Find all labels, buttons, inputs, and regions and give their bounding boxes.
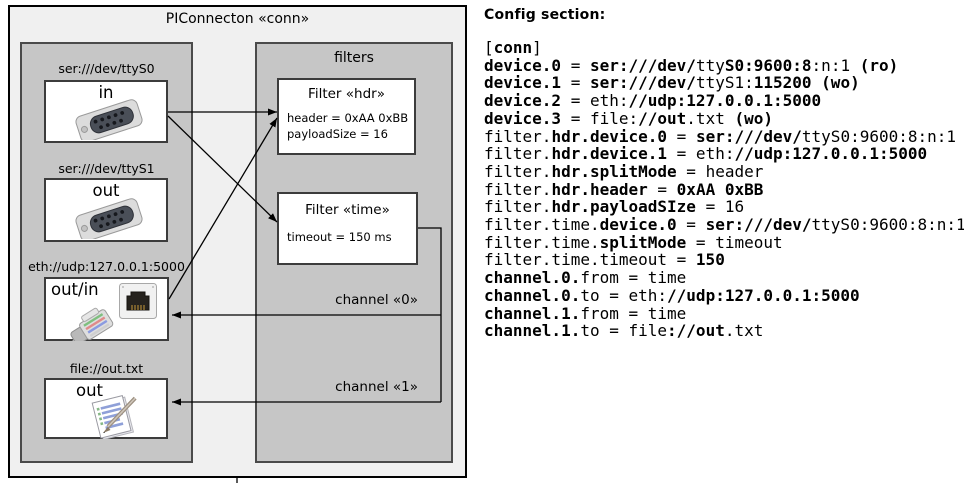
config-lines: [conn]device.0 = ser:///dev/ttyS0:9600:8… [484,38,964,341]
filter-time-properties: timeout = 150 ms [287,230,392,246]
ethernet-cable-icon [70,307,114,341]
filter-property: header = 0xAA 0xBB [287,111,409,125]
filter-box-hdr: Filter «hdr» header = 0xAA 0xBB payloadS… [277,78,416,155]
device-box-file-out: out [44,378,168,439]
config-line: filter.hdr.splitMode = header [484,161,764,181]
device-label-ser-ttys0: ser:///dev/ttyS0 [58,61,155,76]
config-line: channel.0.from = time [484,268,687,288]
config-line: channel.1.to = file://out.txt [484,321,764,341]
connector-diagram: PIConnecton «conn» filters ser:///dev/tt… [0,0,470,484]
config-line: filter.time.splitMode = timeout [484,232,783,252]
serial-connector-icon [70,99,143,140]
filter-box-time: Filter «time» timeout = 150 ms [277,192,418,265]
channel-0-label: channel «0» [335,292,418,308]
config-line: device.1 = ser:///dev/ttyS1:115200 (wo) [484,73,860,93]
config-section: Config section: [conn]device.0 = ser:///… [484,7,964,341]
device-box-ser-ttys1: out [44,178,168,242]
device-label-ser-ttys1: ser:///dev/ttyS1 [58,161,155,176]
filter-hdr-properties: header = 0xAA 0xBB payloadSize = 16 [287,111,408,142]
filters-panel-title: filters [334,50,374,66]
config-line: filter.time.device.0 = ser:///dev/ttyS0:… [484,215,964,235]
device-port-label: out/in [51,280,99,299]
rj45-jack-icon [119,283,157,319]
notepad-icon [91,395,137,439]
serial-connector-icon [70,198,143,239]
diagram-title: PIConnecton «conn» [165,11,310,27]
device-label-eth-udp: eth://udp:127.0.0.1:5000 [28,259,185,274]
channel-1-label: channel «1» [335,379,418,395]
filter-property: payloadSize = 16 [287,126,388,141]
config-line: device.3 = file://out.txt (wo) [484,108,773,128]
config-line: filter.hdr.header = 0xAA 0xBB [484,179,764,199]
device-port-label: out [92,181,120,200]
config-line: filter.time.timeout = 150 [484,250,725,270]
filter-property: timeout = 150 ms [287,230,392,244]
device-port-label: in [98,83,114,102]
device-box-ser-ttys0: in [44,80,168,143]
config-line: channel.0.to = eth://udp:127.0.0.1:5000 [484,285,860,305]
filter-time-title: Filter «time» [305,202,390,218]
config-line: [conn] [484,38,542,57]
config-line: filter.hdr.device.0 = ser:///dev/ttyS0:9… [484,126,957,146]
config-line: device.0 = ser:///dev/ttyS0:9600:8:n:1 (… [484,55,899,75]
filter-hdr-title: Filter «hdr» [308,86,385,102]
config-line: channel.1.from = time [484,303,687,323]
device-port-label: out [76,381,104,400]
device-box-eth-udp: out/in [44,277,169,341]
config-line: filter.hdr.payloadSIze = 16 [484,197,745,217]
device-label-file-out: file://out.txt [69,361,144,376]
config-heading: Config section: [484,7,606,23]
config-line: device.2 = eth://udp:127.0.0.1:5000 [484,91,822,111]
config-line: filter.hdr.device.1 = eth://udp:127.0.0.… [484,144,928,164]
